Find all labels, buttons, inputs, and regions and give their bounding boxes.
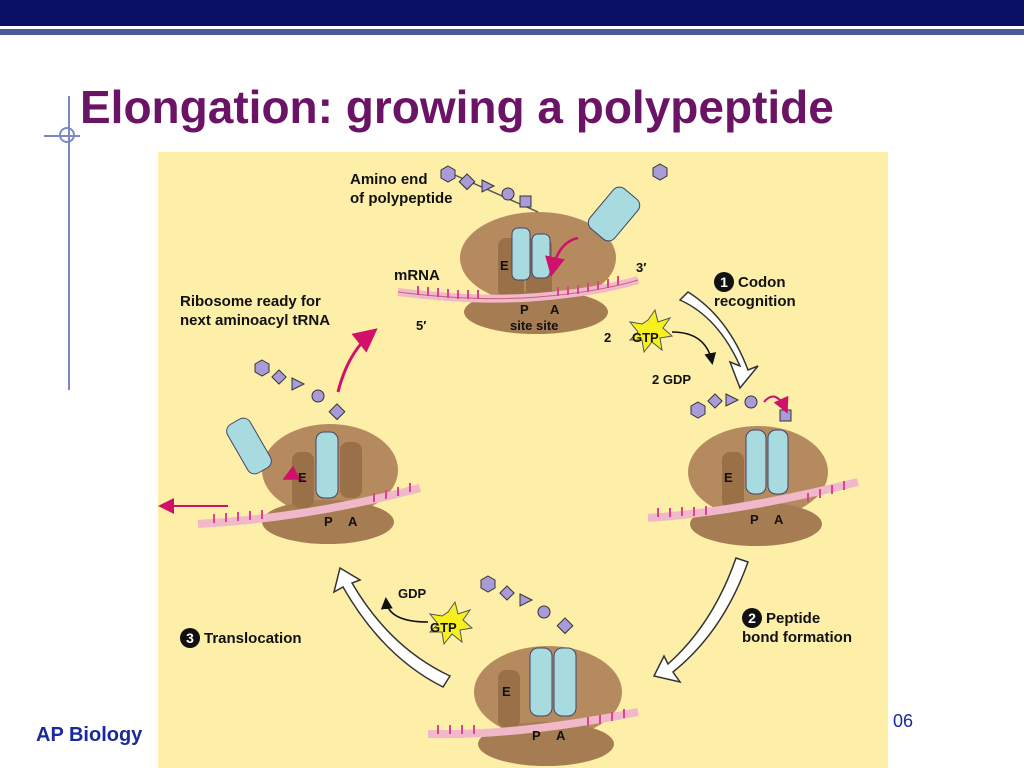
step2-number-badge: 2	[742, 608, 762, 628]
gtp-label-step3: GTP	[430, 620, 457, 635]
ribosome-ready-line2: next aminoacyl tRNA	[180, 312, 331, 329]
page-number: 06	[893, 711, 914, 731]
step1-number-badge: 1	[714, 272, 734, 292]
gtp-star-step3	[428, 600, 474, 646]
ribosome-right	[647, 393, 859, 546]
gdp-count-label: 2 GDP	[652, 372, 692, 387]
step3-line1: Translocation	[204, 630, 302, 647]
ribosome-ready-line1: Ribosome ready for	[180, 293, 321, 310]
step1-line2: recognition	[714, 293, 796, 310]
polypeptide-right	[690, 393, 792, 422]
gtp-star-step1	[628, 308, 674, 354]
a-site-label-right: A	[774, 512, 784, 527]
site-site-label: site site	[510, 318, 559, 333]
gdp-label-step3: GDP	[398, 586, 427, 601]
ribosome-left	[197, 359, 422, 544]
cycle-arrow-step1	[678, 291, 759, 390]
p-site-label-top: P	[520, 302, 529, 317]
cycle-arrow-step2	[652, 557, 749, 684]
polypeptide-left	[254, 359, 346, 421]
e-site-label-bottom: E	[502, 684, 511, 699]
p-site-label-left: P	[324, 514, 333, 529]
p-site-label-bottom: P	[532, 728, 541, 743]
amino-end-line2: of polypeptide	[350, 190, 453, 207]
polypeptide-bottom	[480, 575, 574, 635]
step2-line1: Peptide	[766, 610, 821, 627]
step1-line1: Codon	[738, 274, 786, 291]
gtp-label-step1: GTP	[632, 330, 659, 345]
top-bar-stripe	[0, 29, 1024, 35]
ribosome-ready-label: Ribosome ready for next aminoacyl tRNA	[180, 292, 330, 330]
e-site-label-left: E	[298, 470, 307, 485]
a-site-label-left: A	[348, 514, 358, 529]
mrna-label: mRNA	[394, 267, 440, 284]
diagram-svg	[158, 163, 859, 766]
decorative-crosshair-circle	[59, 127, 75, 143]
gtp-count-step1: 2	[604, 330, 612, 345]
top-bar	[0, 0, 1024, 26]
a-site-label-top: A	[550, 302, 560, 317]
polypeptide-top	[440, 165, 539, 213]
cycle-arrow-step3	[332, 566, 452, 688]
e-site-label-top: E	[500, 258, 509, 273]
ribosome-top	[397, 212, 640, 334]
step3-number-badge: 3	[180, 628, 200, 648]
amino-end-line1: Amino end	[350, 171, 428, 188]
magenta-arrow-ready	[336, 328, 378, 393]
amino-end-label: Amino end of polypeptide	[350, 170, 453, 208]
footer-course-label: AP Biology	[36, 724, 143, 746]
elongation-diagram: Amino end of polypeptide mRNA 3′ 5′ E P …	[158, 152, 888, 768]
incoming-aminoacyl-trna	[545, 163, 668, 277]
a-site-label-bottom: A	[556, 728, 566, 743]
e-site-label-right: E	[724, 470, 733, 485]
slide-title: Elongation: growing a polypeptide	[80, 81, 834, 133]
decorative-vertical-line	[68, 96, 70, 390]
five-prime-label: 5′	[416, 318, 427, 333]
ribosome-bottom	[427, 575, 639, 766]
three-prime-label: 3′	[636, 260, 647, 275]
p-site-label-right: P	[750, 512, 759, 527]
step2-line2: bond formation	[742, 629, 852, 646]
